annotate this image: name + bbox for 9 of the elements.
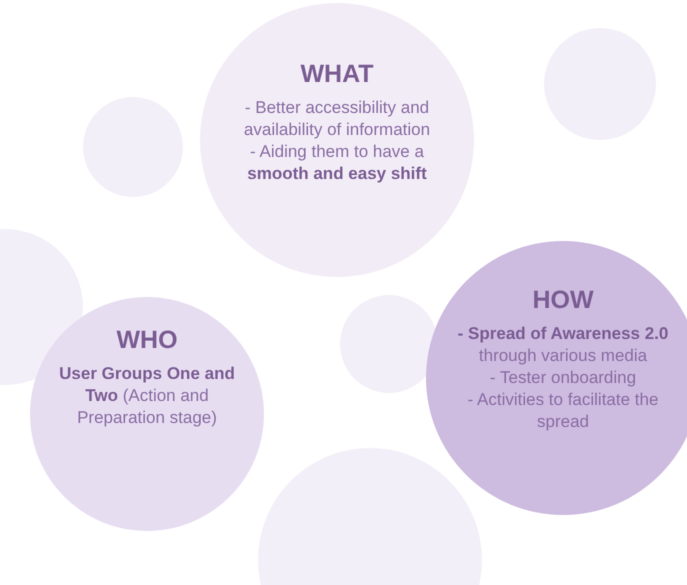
heading: WHAT	[300, 59, 374, 89]
body-text: - Spread of Awareness 2.0 through various media	[456, 323, 670, 368]
body-text: User Groups One and Two (Action and Preparation stage)	[58, 363, 236, 430]
heading: WHO	[116, 325, 178, 355]
heading: HOW	[532, 285, 594, 315]
body-text: - Aiding them to have a smooth and easy shift	[246, 141, 428, 186]
body-text: - Better accessibility and availability of information	[242, 97, 432, 142]
body-text: - Tester onboarding	[490, 367, 636, 390]
body-text: - Activities to facilitate the spread	[466, 389, 660, 434]
